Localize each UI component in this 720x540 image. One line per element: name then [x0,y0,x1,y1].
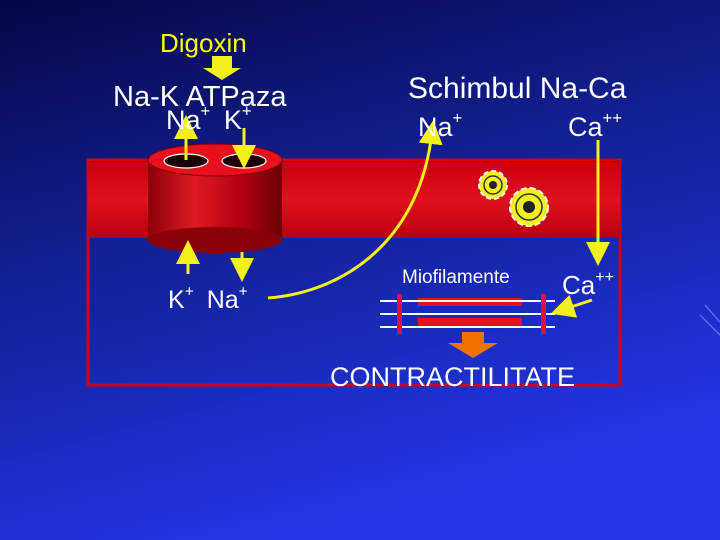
pump-title: Na-K ATPaza [113,81,287,113]
na-ion-label: Na+ [166,101,211,135]
digoxin-label: Digoxin [160,28,247,58]
gear-icon [509,187,549,227]
digoxin-arrow [203,56,241,80]
exchanger-title: Schimbul Na-Ca [408,72,627,105]
contractility-arrow [448,332,498,358]
myofilament-label: Miofilamente [402,267,510,288]
na-k-pump [147,143,283,253]
contractility-label: CONTRACTILITATE [330,362,576,392]
na-ion-label: Na+ [206,283,248,314]
decor-line [704,304,720,323]
exchanger-na-label: Na+ [418,108,463,142]
exchanger-ca-label: Ca++ [568,108,623,142]
k-ion-label: K+ [223,101,252,135]
ca-myofilament-arrow [550,294,593,318]
na-exchange-arrow [267,120,443,300]
gear-icon [478,170,508,200]
pump-top-ions: Na+ K+ [166,101,252,135]
cell-outline [86,158,622,387]
decor-line [699,314,720,336]
k-ion-label: K+ [168,283,194,314]
myofilaments [380,294,555,334]
pump-bottom-ions: K+ Na+ [168,283,248,314]
myofilament-ca-label: Ca++ [562,267,615,300]
